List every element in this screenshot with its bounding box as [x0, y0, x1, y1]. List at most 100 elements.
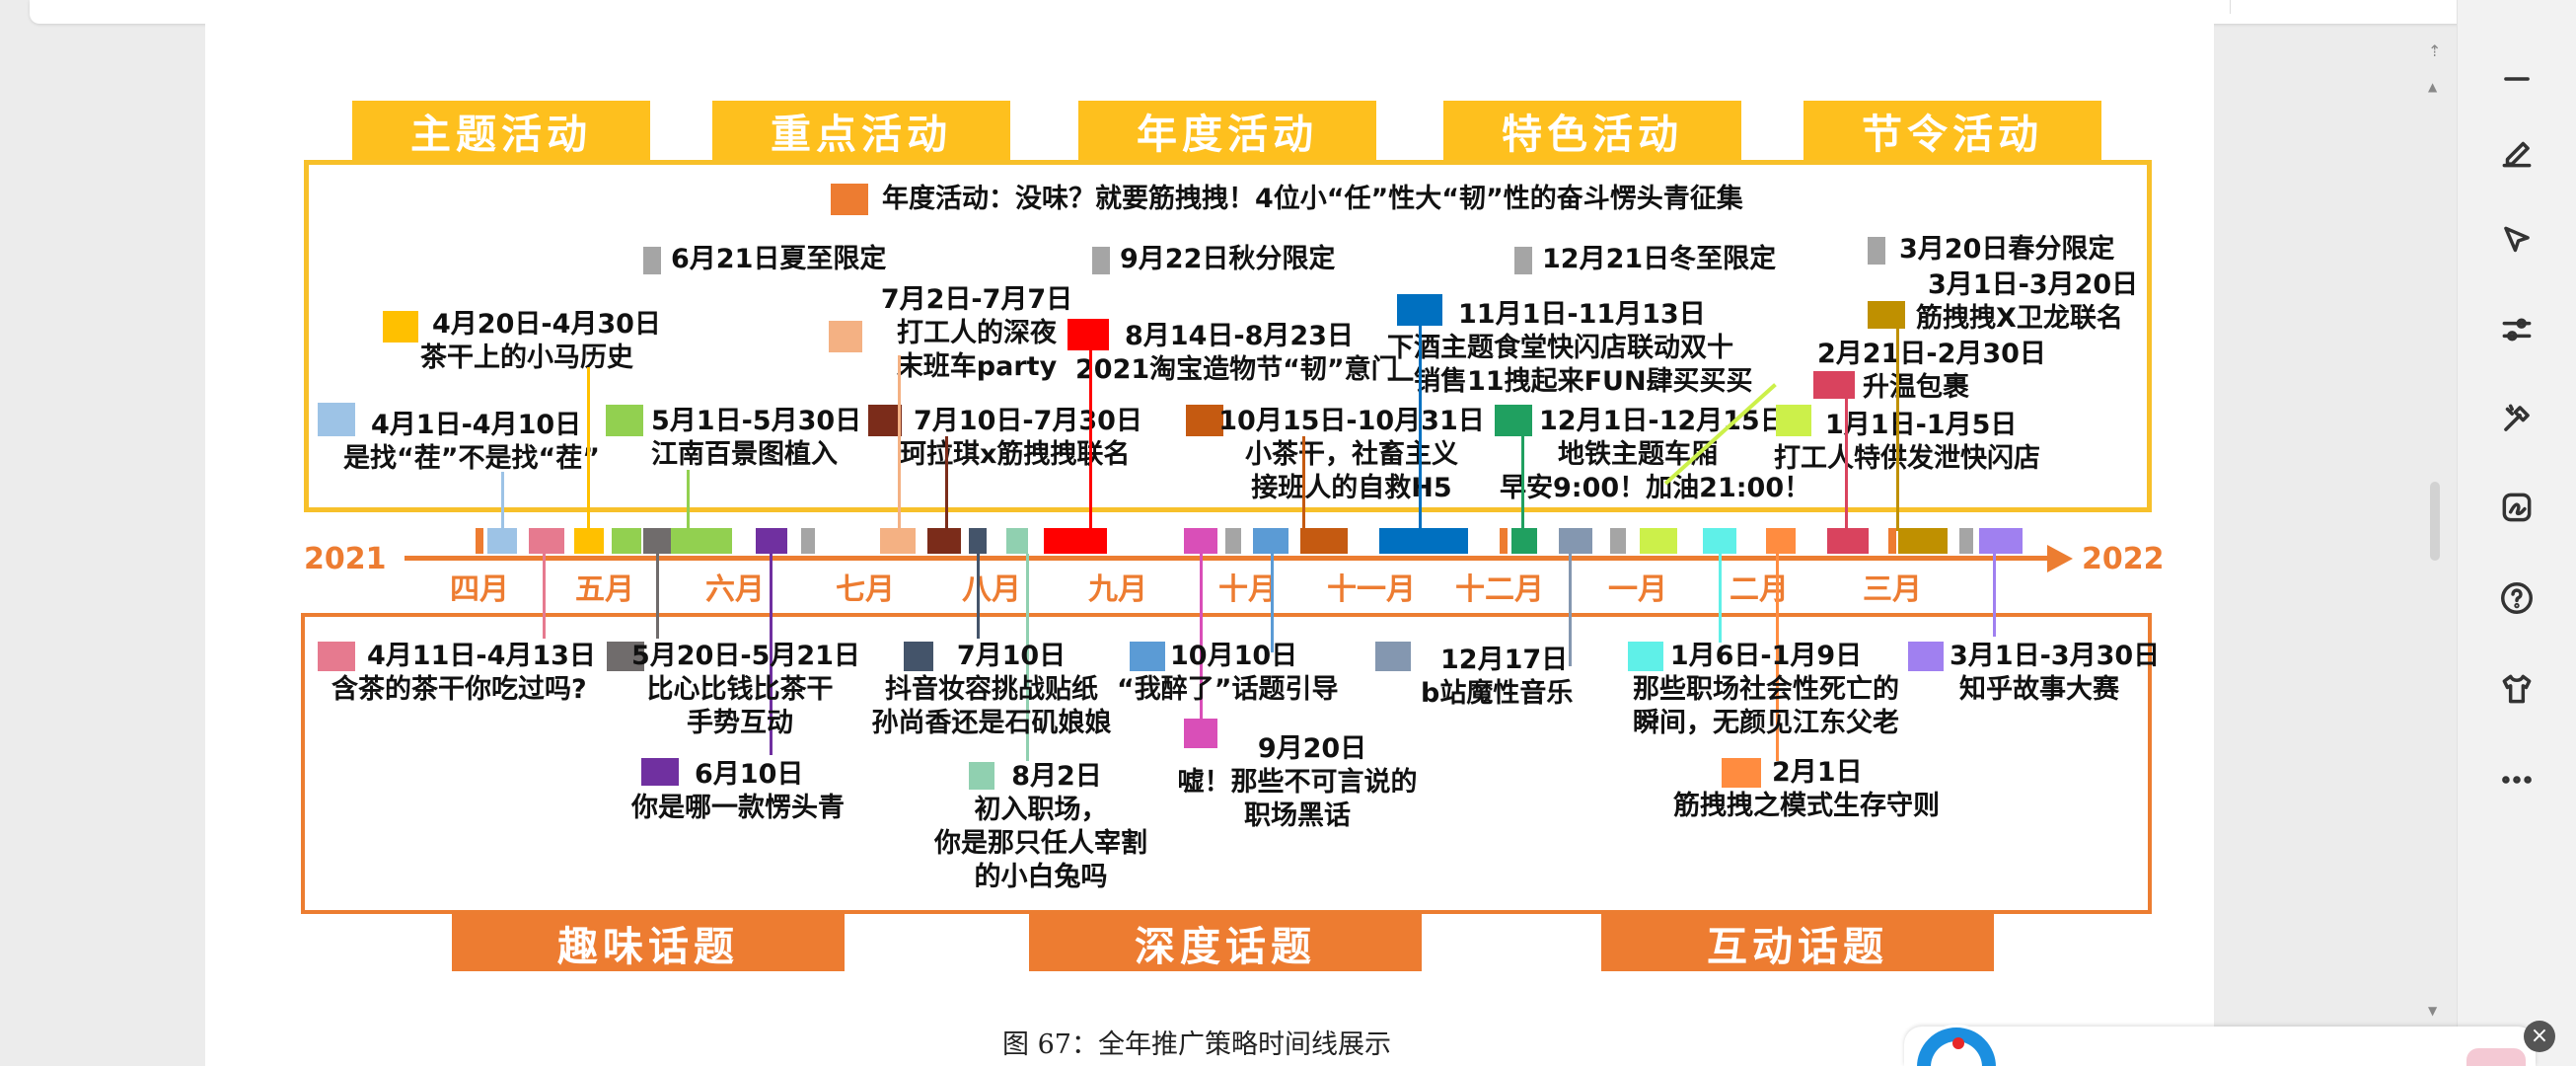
tag-key-activity: 重点活动: [712, 101, 1010, 160]
month-label: 三月: [1863, 572, 1922, 607]
event-venting-store: 1月1日-1月5日 打工人特供发泄快闪店: [1774, 410, 2040, 474]
month-label: 九月: [1088, 572, 1147, 607]
scroll-down-icon[interactable]: ▼: [2428, 1004, 2438, 1018]
swatch-spot-difference: [318, 403, 355, 436]
swatch-social-death: [1628, 642, 1663, 671]
year-end: 2022: [2082, 542, 2165, 576]
sign-icon[interactable]: [2495, 486, 2539, 529]
month-label: 四月: [450, 572, 509, 607]
event-spring-equinox: 3月20日春分限定: [1899, 234, 2115, 265]
event-workplace-jargon: 9月20日 嘘！那些不可言说的 职场黑话: [1177, 733, 1418, 831]
annual-legend-swatch: [831, 184, 868, 215]
month-label: 十月: [1218, 572, 1278, 607]
tag-theme-activity: 主题活动: [352, 101, 650, 160]
month-label: 一月: [1608, 572, 1667, 607]
event-pony-history: 4月20日-4月30日 茶干上的小马历史: [420, 309, 661, 373]
close-icon[interactable]: ×: [2524, 1021, 2555, 1052]
month-label: 八月: [962, 572, 1021, 607]
swatch-bilibili-music: [1375, 642, 1411, 671]
minus-icon[interactable]: [2495, 57, 2539, 101]
tag-festival-activity: 节令活动: [1803, 101, 2101, 160]
event-drunk-topic: 10月10日 “我醉了”话题引导: [1117, 641, 1339, 705]
swatch-h5-campaign: [1186, 405, 1223, 436]
event-pop-up-canteen: 11月1日-11月13日 下酒主题食堂快闪店联动双十 一销售11拽起来FUN肆买…: [1387, 299, 1753, 397]
month-label: 十一月: [1327, 572, 1416, 607]
swatch-weilong-collab: [1868, 301, 1905, 329]
month-label: 六月: [705, 572, 765, 607]
tag-annual-activity: 年度活动: [1078, 101, 1376, 160]
tag-fun-topic: 趣味话题: [452, 914, 845, 971]
more-icon[interactable]: [2495, 758, 2539, 801]
swatch-tea-question: [318, 642, 355, 671]
event-survival-rules: 2月1日 筋拽拽之模式生存守则: [1673, 757, 1940, 821]
year-start: 2021: [304, 542, 387, 576]
month-label: 七月: [836, 572, 895, 607]
swatch-spring-equinox: [1868, 237, 1885, 265]
scrollbar-thumb[interactable]: [2430, 482, 2440, 561]
pen-icon[interactable]: [2495, 131, 2539, 175]
swatch-summer-solstice: [643, 247, 661, 274]
event-which-type: 6月10日 你是哪一款愣头青: [631, 759, 845, 823]
event-colorkey-collab: 7月10日-7月30日 珂拉琪x筋拽拽联名: [900, 406, 1142, 470]
swatch-drunk-topic: [1130, 642, 1165, 671]
swatch-winter-solstice: [1514, 247, 1532, 274]
swatch-venting-store: [1776, 405, 1811, 436]
right-toolbar: [2457, 0, 2576, 1066]
event-weilong-collab: 3月1日-3月20日 筋拽拽X卫龙联名: [1916, 269, 2139, 334]
shirt-icon[interactable]: [2495, 667, 2539, 711]
event-summer-solstice: 6月21日夏至限定: [671, 244, 887, 274]
swatch-douyin-sticker: [904, 642, 933, 671]
annual-legend-text: 年度活动：没味？就要筋拽拽！4位小“任”性大“韧”性的奋斗愣头青征集: [882, 184, 1743, 214]
sliders-icon[interactable]: [2495, 308, 2539, 351]
event-douyin-sticker: 7月10日 抖音妆容挑战贴纸 孙尚香还是石矶娘娘: [871, 641, 1112, 738]
event-midnight-party: 7月2日-7月7日 打工人的深夜 末班车party: [880, 284, 1073, 382]
month-label: 五月: [575, 572, 634, 607]
tools-icon[interactable]: [2495, 397, 2539, 440]
event-h5-campaign: 10月15日-10月31日 小茶干，社畜主义 接班人的自救H5: [1218, 406, 1485, 503]
month-label: 二月: [1730, 572, 1789, 607]
event-hand-gesture: 5月20日-5月21日 比心比钱比茶干 手势互动: [631, 641, 860, 738]
help-icon[interactable]: [2495, 576, 2539, 620]
swatch-zhihu-contest: [1908, 642, 1944, 671]
swatch-pony-history: [383, 311, 418, 343]
month-label: 十二月: [1455, 572, 1544, 607]
floating-assistant-panel[interactable]: [1904, 1027, 2536, 1066]
tag-interactive-topic: 互动话题: [1601, 914, 1994, 971]
event-winter-solstice: 12月21日冬至限定: [1542, 244, 1777, 274]
event-social-death: 1月6日-1月9日 那些职场社会性死亡的 瞬间，无颜见江东父老: [1633, 641, 1899, 738]
collapse-icon[interactable]: ⇡: [2428, 41, 2442, 60]
swatch-colorkey-collab: [868, 405, 902, 436]
swatch-which-type: [641, 758, 679, 786]
tag-feature-activity: 特色活动: [1443, 101, 1741, 160]
swatch-hand-gesture: [607, 642, 644, 671]
figure-caption: 图 67：全年推广策略时间线展示: [1002, 1029, 1391, 1060]
swatch-midnight-party: [829, 321, 862, 352]
swatch-taobao-festival: [1067, 319, 1109, 350]
event-jiangnan: 5月1日-5月30日 江南百景图植入: [651, 406, 862, 470]
swatch-subway-car: [1495, 405, 1532, 436]
activity-frame: [304, 160, 2152, 512]
swatch-jiangnan: [606, 405, 643, 436]
topic-frame: [301, 613, 2152, 914]
swatch-survival-rules: [1722, 758, 1761, 788]
event-zhihu-contest: 3月1日-3月30日 知乎故事大赛: [1950, 641, 2161, 705]
select-cursor-icon[interactable]: [2495, 219, 2539, 263]
event-subway-car: 12月1日-12月15日 地铁主题车厢 早安9:00！加油21:00！: [1500, 406, 1811, 503]
timeline-arrowhead: [2047, 545, 2073, 572]
event-autumn-equinox: 9月22日秋分限定: [1120, 244, 1336, 274]
event-spot-difference: 4月1日-4月10日 是找“茬”不是找“茬”: [343, 410, 600, 474]
swatch-new-employee: [969, 762, 994, 790]
event-tea-question: 4月11日-4月13日 含茶的茶干你吃过吗?: [331, 641, 596, 705]
event-warming-package: 2月21日-2月30日 升温包裹: [1817, 339, 2046, 403]
swatch-autumn-equinox: [1092, 247, 1110, 274]
pink-tab[interactable]: [2466, 1048, 2526, 1066]
swatch-pop-up-canteen: [1397, 294, 1442, 326]
event-bilibili-music: 12月17日 b站魔性音乐: [1421, 645, 1574, 709]
swatch-warming-package: [1813, 371, 1855, 399]
timeline-axis: [405, 556, 2052, 561]
event-taobao-festival: 8月14日-8月23日 2021淘宝造物节“韧”意门: [1075, 321, 1398, 385]
event-new-employee: 8月2日 初入职场， 你是那只任人宰割 的小白兔吗: [934, 761, 1147, 892]
scroll-up-icon[interactable]: ▲: [2428, 80, 2438, 94]
swatch-workplace-jargon: [1184, 719, 1217, 748]
